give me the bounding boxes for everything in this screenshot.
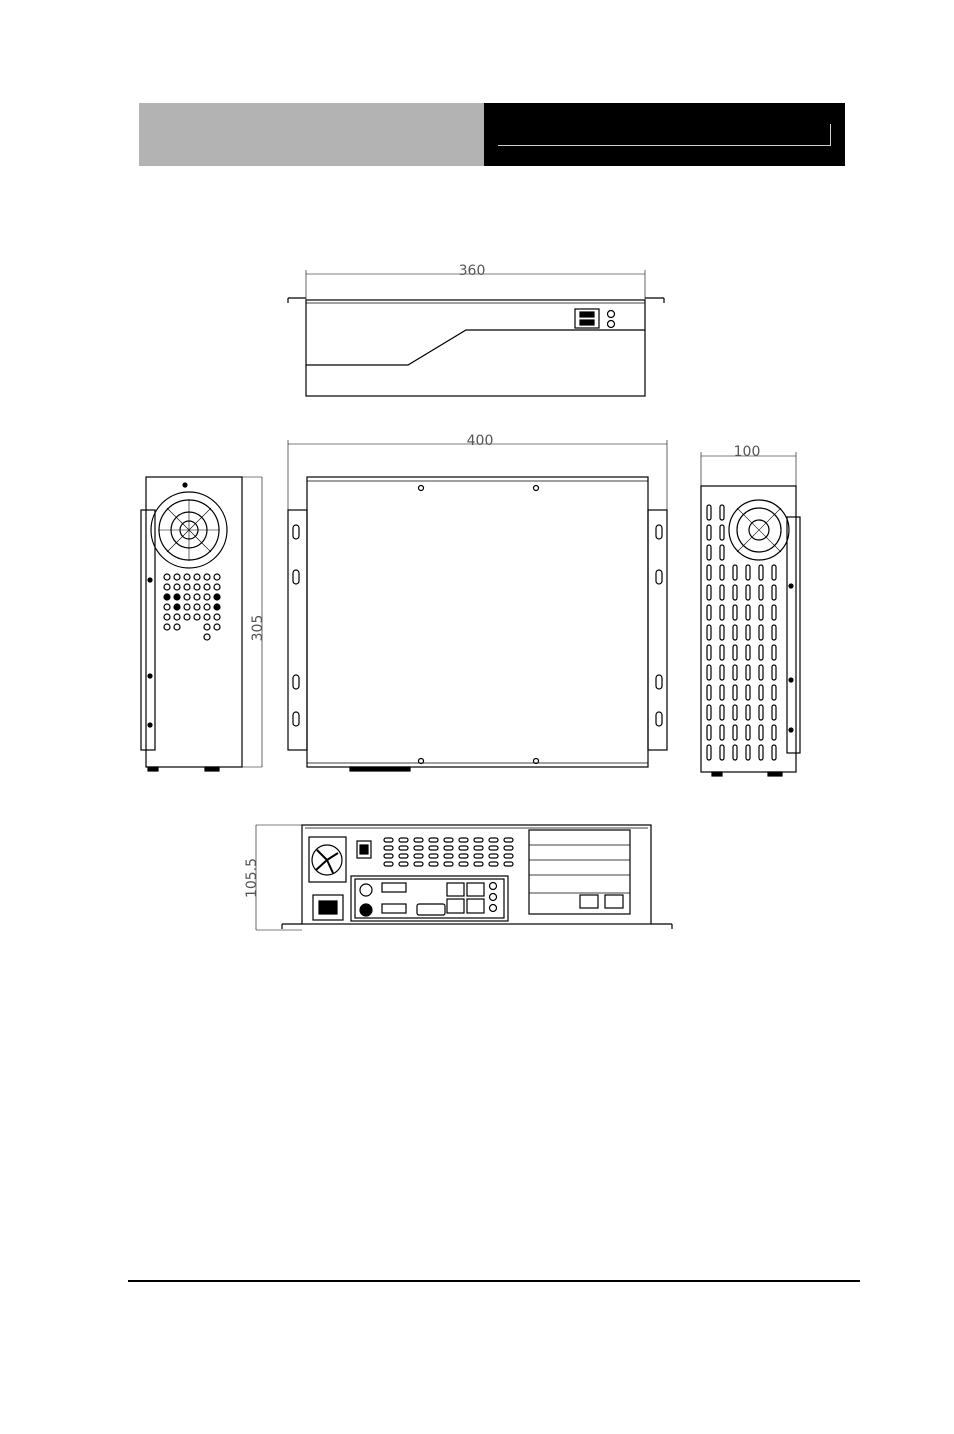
front-view <box>288 270 664 396</box>
dimension-depth: 305 <box>250 615 266 642</box>
vent-holes-left <box>164 574 220 640</box>
left-side-view <box>141 477 262 771</box>
vent-slots-rear <box>384 838 513 866</box>
dimension-side-width: 100 <box>734 444 761 460</box>
dimension-front-width: 360 <box>459 263 486 279</box>
right-side-view <box>701 452 800 776</box>
footer-rule <box>128 1280 860 1282</box>
top-view <box>288 440 667 771</box>
dimension-height: 105.5 <box>244 858 260 898</box>
dimension-top-width: 400 <box>467 433 494 449</box>
rear-view <box>256 825 672 930</box>
